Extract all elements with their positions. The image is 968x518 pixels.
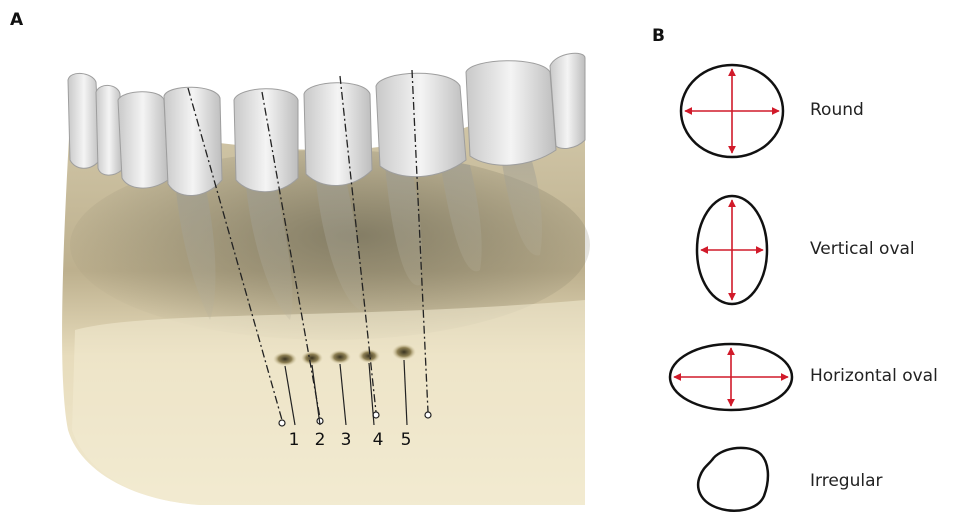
horizontal-oval-shape [670, 344, 792, 410]
vertical-oval-shape [697, 196, 767, 304]
foramen-shape-diagram [650, 50, 800, 518]
bone-highlight [72, 300, 585, 505]
foramen-number-2: 2 [315, 430, 326, 450]
panel-b-label: B [652, 26, 665, 46]
horizontal-oval-label: Horizontal oval [810, 366, 938, 386]
panel-a-label: A [10, 10, 23, 30]
irregular-shape [698, 448, 768, 511]
foramen-number-4: 4 [373, 430, 384, 450]
vertical-oval-label: Vertical oval [810, 239, 915, 259]
irregular-label: Irregular [810, 471, 882, 491]
foramen-number-5: 5 [401, 430, 412, 450]
round-label: Round [810, 100, 864, 120]
round-shape [681, 65, 783, 157]
foramen-number-3: 3 [341, 430, 352, 450]
foramen-number-1: 1 [289, 430, 300, 450]
mandible-illustration: 1 2 3 4 5 [0, 0, 590, 518]
